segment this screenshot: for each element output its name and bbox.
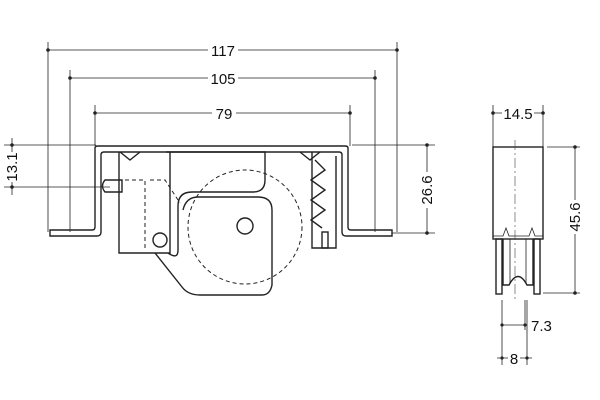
dimension-label: 7.3 [531,318,552,335]
dimension-26-6: 26.6 [352,143,436,235]
dimension-117: 117 [46,40,399,232]
dimension-79: 79 [93,103,352,146]
dimension-label: 117 [211,43,235,60]
dimension-label: 14.5 [503,106,532,123]
dimension-13-1: 13.1 [4,138,110,195]
dimension-label: 45.6 [567,202,584,231]
dimension-label: 13.1 [4,152,21,181]
dimension-105: 105 [68,68,377,232]
dimension-label: 8 [510,351,518,368]
front-view-roller [49,145,393,296]
side-view-roller: 14.5 45.6 7.3 8 [491,104,584,368]
dimension-label: 79 [216,106,233,123]
dimension-label: 26.6 [419,175,436,204]
dimension-label: 105 [210,71,235,88]
